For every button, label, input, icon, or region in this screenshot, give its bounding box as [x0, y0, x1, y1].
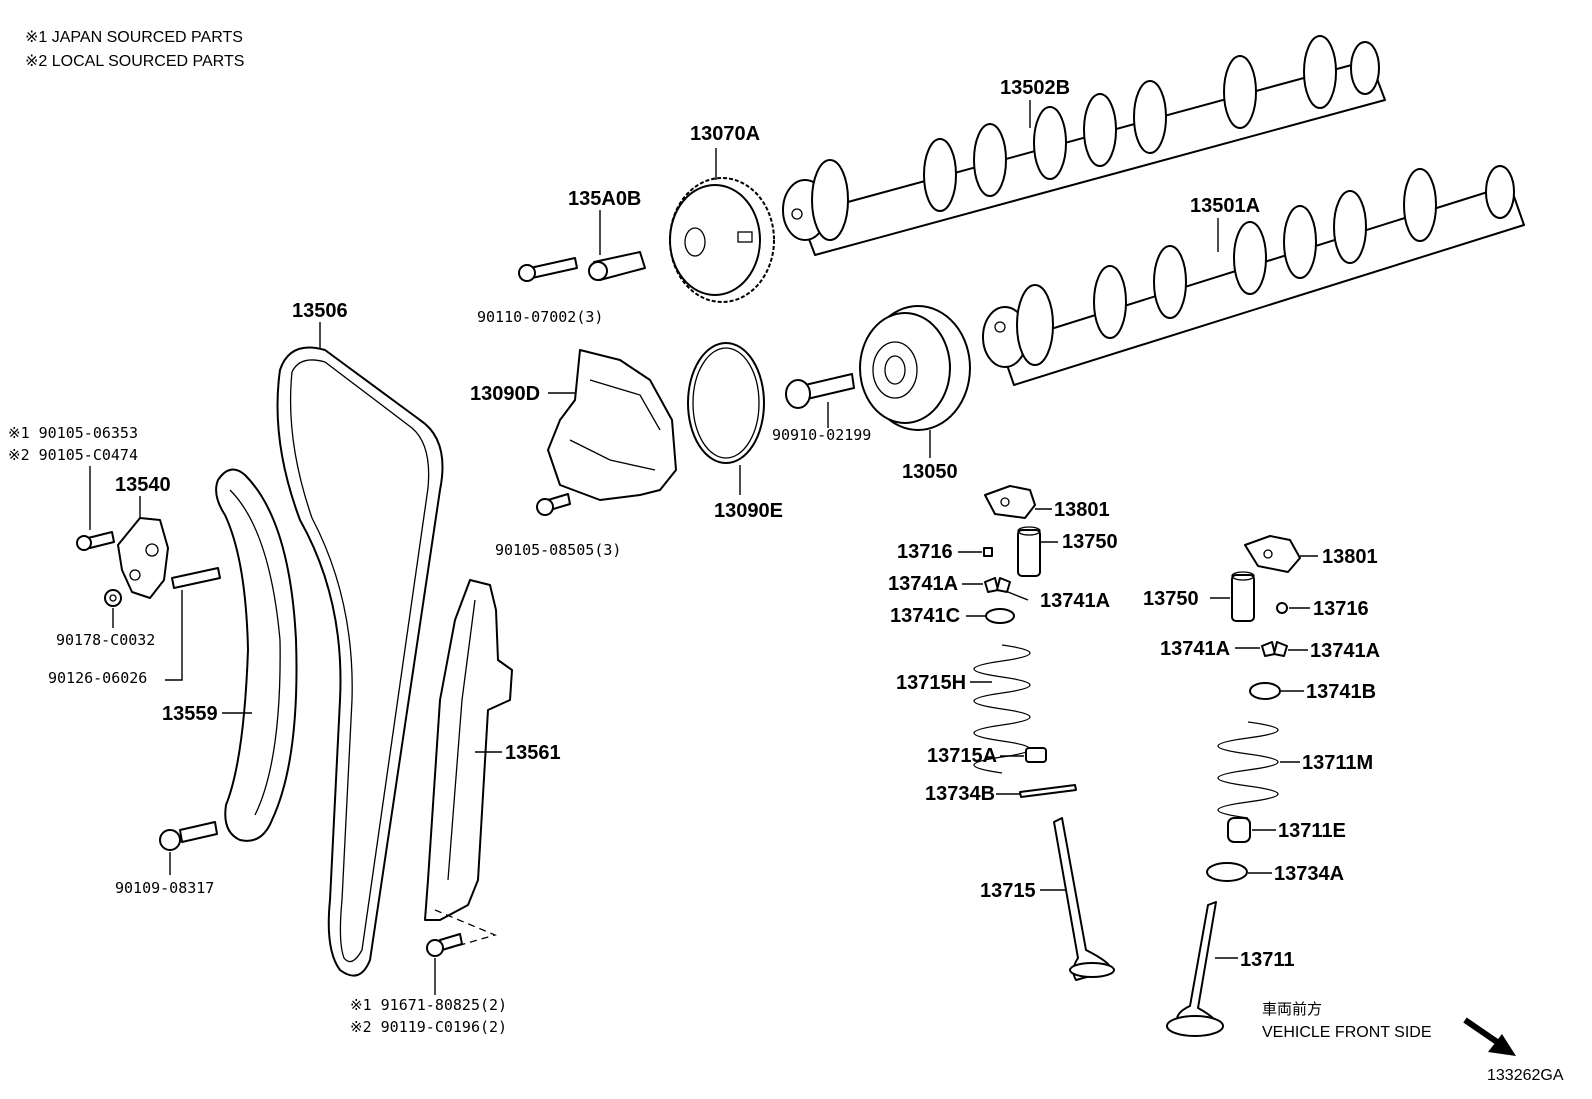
rocker-arm-b[interactable] [1244, 535, 1301, 573]
retainer-13741c[interactable] [985, 608, 1015, 624]
valve-keepers-a[interactable] [984, 577, 1011, 593]
pad-a[interactable] [983, 547, 993, 557]
label-13716-b: 13716 [1313, 598, 1369, 620]
label-13715h: 13715H [896, 672, 966, 694]
label-13801-b: 13801 [1322, 546, 1378, 568]
valve-13711[interactable] [1166, 901, 1224, 1037]
label-13750-a: 13750 [1062, 531, 1118, 553]
lash-adjuster-b[interactable] [1231, 571, 1255, 622]
rocker-arm-a[interactable] [984, 485, 1036, 519]
valve-seat-13734b[interactable] [1019, 784, 1077, 798]
label-13540: 13540 [115, 474, 171, 496]
label-13711e: 13711E [1278, 820, 1346, 842]
label-13734b: 13734B [925, 783, 995, 805]
label-13070a: 13070A [690, 123, 760, 145]
bolt-90109-08317[interactable] [159, 821, 218, 851]
label-13715a: 13715A [927, 745, 997, 767]
label-13502b: 13502B [1000, 77, 1070, 99]
label-13741a-b-right: 13741A [1310, 640, 1380, 662]
valve-keepers-b[interactable] [1261, 641, 1288, 657]
label-13734a: 13734A [1274, 863, 1344, 885]
label-13715: 13715 [980, 880, 1036, 902]
pad-b[interactable] [1276, 602, 1288, 614]
retainer-13741b[interactable] [1249, 682, 1281, 700]
timing-chain[interactable] [276, 346, 444, 977]
cam-timing-gear-intake[interactable] [859, 305, 971, 431]
label-tensioner-bolt-2: ※2 90105-C0474 [8, 446, 138, 464]
nut-90178-c0032[interactable] [104, 589, 122, 607]
label-90109-08317: 90109-08317 [115, 879, 214, 897]
lash-adjuster-a[interactable] [1017, 526, 1041, 577]
leader-13741a-right [1007, 591, 1029, 601]
bolt-90110-07002[interactable] [518, 257, 578, 282]
label-90910-02199: 90910-02199 [772, 426, 871, 444]
label-13050: 13050 [902, 461, 958, 483]
valve-seat-13734a[interactable] [1206, 862, 1248, 882]
label-damper-bolt-1: ※1 91671-80825(2) [350, 996, 507, 1014]
bolt-91671-80825[interactable] [426, 933, 463, 957]
label-90178-c0032: 90178-C0032 [56, 631, 155, 649]
label-13559: 13559 [162, 703, 218, 725]
valve-13715[interactable] [1053, 817, 1115, 981]
note-japan-sourced: ※1 JAPAN SOURCED PARTS [25, 29, 243, 46]
label-tensioner-bolt-1: ※1 90105-06353 [8, 424, 138, 442]
assembly-dash [434, 909, 497, 949]
bolt-90105-06353[interactable] [76, 531, 115, 551]
label-13750-b: 13750 [1143, 588, 1199, 610]
label-13741a-b-left: 13741A [1160, 638, 1230, 660]
valve-spring-m[interactable] [1217, 721, 1279, 819]
chain-cover[interactable] [547, 349, 677, 501]
label-90105-08505: 90105-08505(3) [495, 541, 621, 559]
chain-slipper[interactable] [215, 468, 298, 842]
diagram-code: 133262GA [1487, 1067, 1564, 1084]
label-13741b: 13741B [1306, 681, 1376, 703]
oil-control-valve[interactable] [588, 251, 646, 281]
stud-90126-06026[interactable] [171, 567, 221, 589]
bolt-90105-08505[interactable] [536, 493, 571, 516]
note-local-sourced: ※2 LOCAL SOURCED PARTS [25, 53, 244, 70]
label-135a0b: 135A0B [568, 188, 641, 210]
valve-seal-13711e[interactable] [1227, 817, 1251, 843]
chain-tensioner[interactable] [117, 517, 169, 599]
gasket[interactable] [687, 342, 765, 464]
label-90126-06026: 90126-06026 [48, 669, 147, 687]
camshaft-exhaust[interactable] [782, 35, 1386, 256]
leader-90126-06026 [165, 590, 183, 681]
camshaft-intake[interactable] [982, 165, 1525, 386]
label-13561: 13561 [505, 742, 561, 764]
label-damper-bolt-2: ※2 90119-C0196(2) [350, 1018, 507, 1036]
label-13741a-right: 13741A [1040, 590, 1110, 612]
label-13506: 13506 [292, 300, 348, 322]
label-13711m: 13711M [1302, 752, 1373, 774]
label-13090e: 13090E [714, 500, 783, 522]
label-90110-07002: 90110-07002(3) [477, 308, 603, 326]
label-13711: 13711 [1240, 949, 1295, 971]
label-13741c: 13741C [890, 605, 960, 627]
label-13090d: 13090D [470, 383, 540, 405]
valve-seal-13715a[interactable] [1025, 747, 1047, 763]
front-direction-arrow-icon [1463, 1017, 1516, 1056]
label-13501a: 13501A [1190, 195, 1260, 217]
bolt-90910-02199[interactable] [785, 373, 855, 409]
direction-label-jp: 車両前方 [1262, 1000, 1322, 1018]
label-13716-a: 13716 [897, 541, 953, 563]
chain-damper[interactable] [424, 579, 513, 921]
cam-timing-gear-exhaust[interactable] [669, 177, 775, 303]
label-13741a-left: 13741A [888, 573, 958, 595]
direction-label-en: VEHICLE FRONT SIDE [1262, 1024, 1432, 1041]
label-13801-a: 13801 [1054, 499, 1110, 521]
